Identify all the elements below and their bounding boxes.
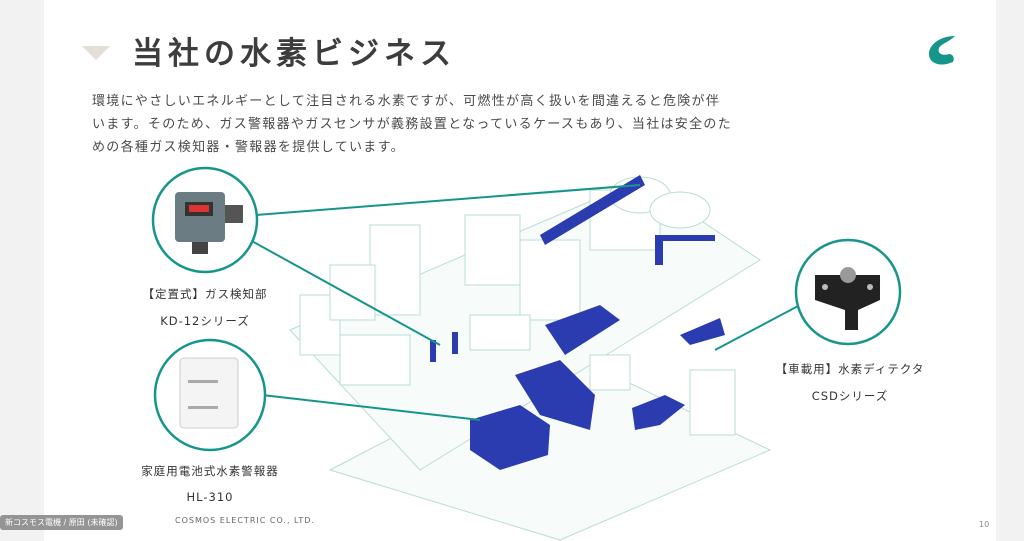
product-name: CSDシリーズ xyxy=(811,389,889,403)
page-number: 10 xyxy=(979,520,990,529)
company-logo-icon xyxy=(929,36,955,65)
product-label-hl310: 家庭用電池式水素警報器 HL-310 xyxy=(125,460,295,508)
product-name: HL-310 xyxy=(186,490,234,504)
highlighted-equipment xyxy=(430,175,725,470)
csd-device-image xyxy=(815,267,880,330)
author-overlay-label[interactable]: 新コスモス電機 / 原田 (未確認) xyxy=(0,515,123,530)
hl310-device-image xyxy=(179,357,239,429)
product-label-kd12: 【定置式】ガス検知部 KD-12シリーズ xyxy=(120,283,290,332)
product-type: 【車載用】水素ディテクタ xyxy=(775,362,925,376)
product-type: 家庭用電池式水素警報器 xyxy=(141,464,279,478)
page-title: 当社の水素ビジネス xyxy=(132,36,456,72)
product-name: KD-12シリーズ xyxy=(160,314,250,328)
intro-text: 環境にやさしいエネルギーとして注目される水素ですが、可燃性が高く扱いを間違えると… xyxy=(92,94,732,155)
product-label-csd: 【車載用】水素ディテクタ CSDシリーズ xyxy=(755,358,945,407)
title-marker-icon xyxy=(82,46,110,60)
product-type: 【定置式】ガス検知部 xyxy=(142,287,268,301)
copyright-footer: COSMOS ELECTRIC CO., LTD. xyxy=(175,516,315,525)
kd12-device-image xyxy=(175,192,243,254)
